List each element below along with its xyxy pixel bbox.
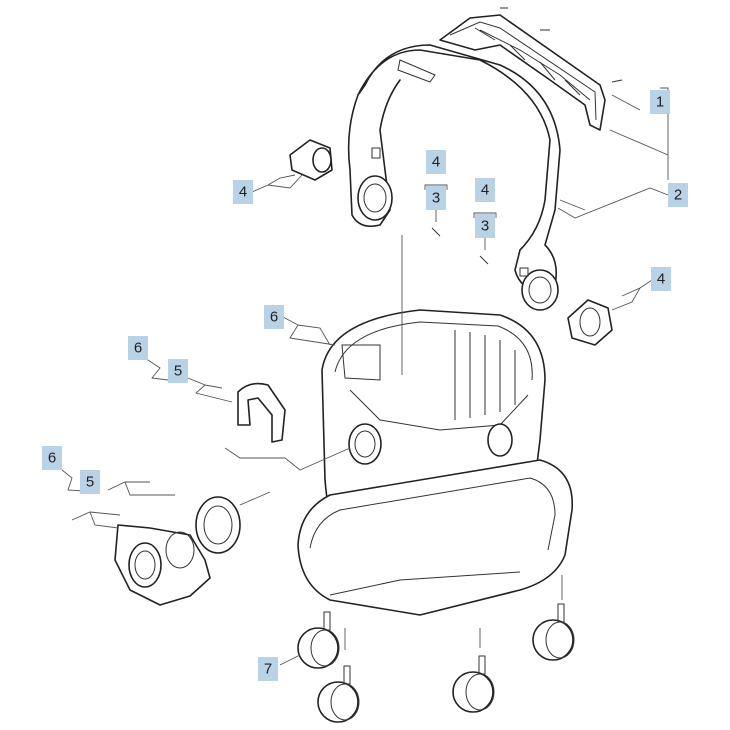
callout-6-top: 6 (264, 305, 284, 329)
callout-2-text: 2 (674, 187, 682, 204)
callout-6-lower: 6 (42, 446, 62, 470)
callout-4-upper-screw-text: 4 (432, 154, 440, 171)
callout-6-lower-text: 6 (48, 450, 56, 467)
part-caster-4 (532, 603, 575, 661)
callout-4-right-cap-text: 4 (657, 271, 665, 288)
callout-4-upper-screw: 4 (426, 150, 446, 174)
part-caster-3 (452, 655, 495, 713)
part-ring-gasket (195, 496, 241, 554)
part-hose-connector (114, 524, 211, 606)
callout-3-upper-screw-text: 3 (432, 190, 440, 207)
part-handle-screws (431, 227, 489, 265)
callout-7-text: 7 (264, 661, 272, 678)
callout-3-lower-screw: 3 (475, 214, 495, 238)
part-grip-screws (500, 7, 623, 83)
callout-6-top-text: 6 (270, 309, 278, 326)
callout-3-upper-screw: 3 (426, 186, 446, 210)
part-chassis (297, 459, 573, 616)
callout-2: 2 (668, 183, 688, 207)
part-pivot-cap-right (567, 299, 613, 346)
callout-6-middle-text: 6 (134, 340, 142, 357)
part-pivot-cap-left (289, 139, 333, 181)
part-carrying-handle (347, 44, 561, 311)
callout-4-left-cap-text: 4 (239, 184, 247, 201)
callout-4-lower-screw: 4 (475, 178, 495, 202)
callout-3-lower-screw-text: 3 (481, 218, 489, 235)
callout-1: 1 (650, 90, 670, 114)
part-caster-1 (297, 611, 340, 669)
part-hose-clip (237, 382, 286, 443)
callout-5-lower-text: 5 (86, 474, 94, 491)
callout-6-middle: 6 (128, 336, 148, 360)
callout-4-right-cap: 4 (651, 267, 671, 291)
callout-1-text: 1 (656, 94, 664, 111)
callout-4-left-cap: 4 (233, 180, 253, 204)
part-handle-grip (439, 14, 606, 131)
leader-lines (61, 87, 669, 666)
part-caster-2 (317, 665, 360, 723)
callout-7: 7 (258, 657, 278, 681)
callout-5-middle: 5 (168, 359, 188, 383)
callout-5-middle-text: 5 (174, 363, 182, 380)
callout-5-lower: 5 (80, 470, 100, 494)
callout-4-lower-screw-text: 4 (481, 182, 489, 199)
